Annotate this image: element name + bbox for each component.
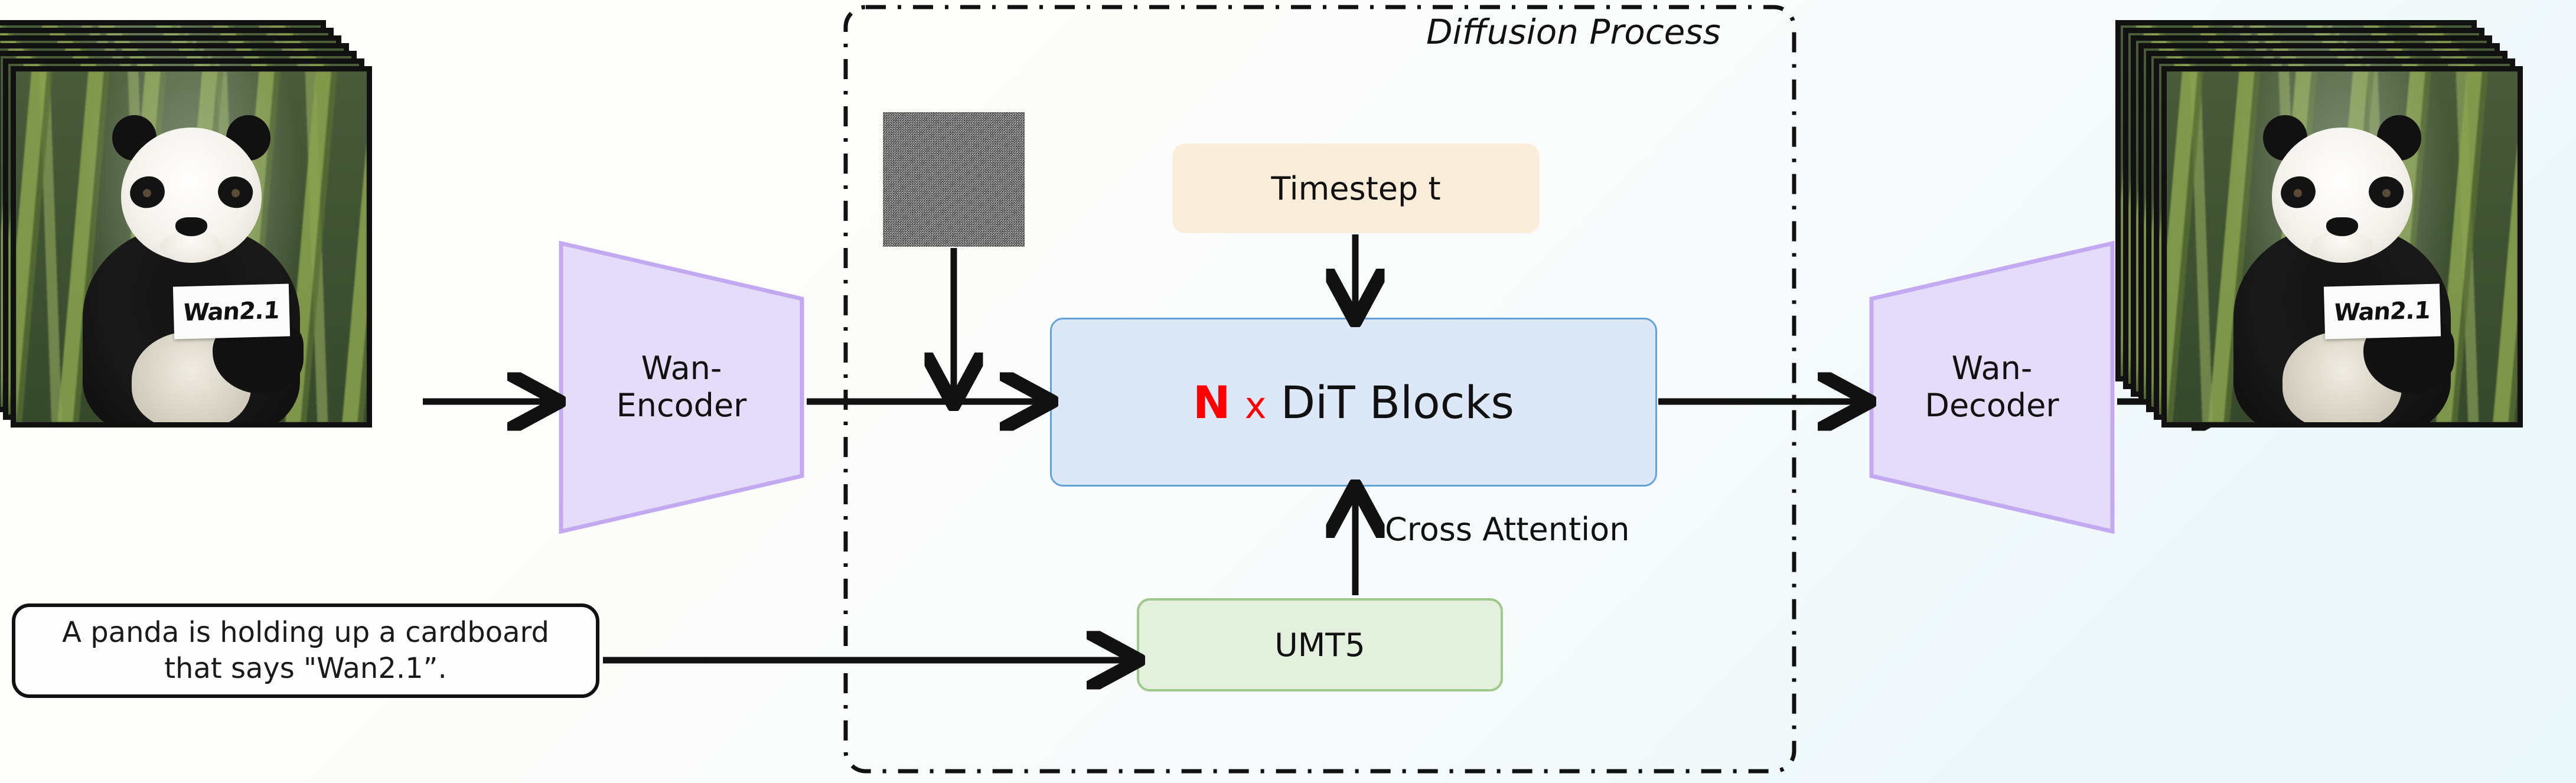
dit-repeat-count: N (1192, 376, 1231, 429)
panda-pupil-right (2382, 188, 2391, 198)
output-video-frame-stack: Wan2.1 Wan2.1 (2115, 20, 2569, 474)
panda-muzzle (2310, 231, 2374, 263)
umt5-label: UMT5 (1274, 626, 1365, 664)
input-video-frame-stack: Wan2.1 Wan2.1 (0, 20, 418, 474)
input-frame: Wan2.1 (11, 66, 372, 428)
panda-nose (175, 217, 207, 237)
panda-pupil-right (231, 188, 240, 198)
panda-artwork-output: Wan2.1 (2167, 71, 2518, 422)
panda-pupil-left (2294, 188, 2303, 198)
gaussian-noise-patch (883, 112, 1025, 247)
dit-multiply-symbol: x (1244, 383, 1267, 427)
wan-encoder-label: Wan- Encoder (617, 350, 747, 424)
wan-decoder-label: Wan- Decoder (1925, 350, 2059, 424)
dit-blocks-block[interactable]: N x DiT Blocks (1050, 318, 1657, 487)
prompt-text: A panda is holding up a cardboard that s… (62, 615, 549, 685)
prompt-textbox[interactable]: A panda is holding up a cardboard that s… (12, 603, 599, 698)
wan-encoder-block[interactable]: Wan- Encoder (557, 240, 806, 535)
encoder-shape (559, 240, 804, 534)
timestep-label: Timestep t (1271, 169, 1441, 207)
dit-blocks-text: DiT Blocks (1280, 376, 1515, 429)
panda-nose (2326, 217, 2358, 237)
cross-attention-label: Cross Attention (1385, 511, 1630, 548)
wan-encoder-label-line1: Wan- (641, 350, 722, 387)
diffusion-process-title: Diffusion Process (1426, 12, 1721, 52)
cardboard-sign-text: Wan2.1 (2333, 296, 2432, 327)
panda-muzzle (159, 231, 223, 263)
output-frame: Wan2.1 (2161, 66, 2523, 428)
panda-pupil-left (143, 188, 152, 198)
cardboard-sign: Wan2.1 (2324, 283, 2441, 340)
cardboard-sign: Wan2.1 (173, 283, 291, 340)
panda-artwork: Wan2.1 (16, 71, 367, 422)
dit-blocks-label: N x DiT Blocks (1193, 376, 1514, 429)
wan-encoder-label-line2: Encoder (616, 387, 747, 424)
wan-decoder-label-line1: Wan- (1951, 350, 2033, 387)
umt5-text-encoder-block[interactable]: UMT5 (1137, 598, 1503, 691)
wan-decoder-block[interactable]: Wan- Decoder (1868, 240, 2116, 535)
timestep-block[interactable]: Timestep t (1172, 143, 1540, 233)
cardboard-sign-text: Wan2.1 (182, 296, 281, 327)
wan-decoder-label-line2: Decoder (1925, 387, 2059, 424)
